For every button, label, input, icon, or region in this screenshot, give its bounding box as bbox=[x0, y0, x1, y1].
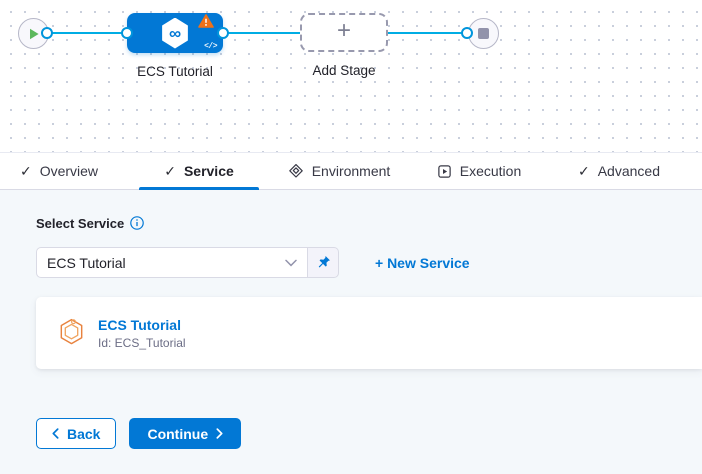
tab-label: Execution bbox=[459, 163, 522, 179]
pin-service-button[interactable] bbox=[308, 247, 339, 278]
stage-right-connector-dot[interactable] bbox=[217, 27, 229, 39]
add-stage-label: Add Stage bbox=[312, 63, 376, 78]
end-connector-dot[interactable] bbox=[461, 27, 473, 39]
environment-icon bbox=[288, 163, 304, 179]
footer-actions: Back Continue bbox=[36, 418, 702, 449]
chevron-down-icon bbox=[285, 259, 297, 267]
cd-hexagon-icon: ∞ bbox=[162, 17, 188, 49]
continue-button[interactable]: Continue bbox=[129, 418, 242, 449]
stage-node-ecs-tutorial[interactable]: ∞ </> bbox=[127, 13, 223, 53]
pin-icon bbox=[316, 255, 331, 270]
back-button-label: Back bbox=[67, 425, 101, 442]
flow-line bbox=[47, 32, 468, 34]
service-tab-content: Select Service ECS Tutorial + New Servic… bbox=[0, 190, 702, 474]
check-icon: ✓ bbox=[164, 162, 176, 179]
info-icon[interactable] bbox=[130, 216, 144, 230]
add-stage-button[interactable]: + bbox=[300, 13, 388, 52]
service-card[interactable]: ECS Tutorial Id: ECS_Tutorial bbox=[36, 297, 702, 369]
tab-label: Service bbox=[183, 163, 234, 179]
new-service-button[interactable]: + New Service bbox=[369, 254, 476, 272]
stage-left-connector-dot[interactable] bbox=[121, 27, 133, 39]
tab-label: Environment bbox=[311, 163, 391, 179]
service-select-value: ECS Tutorial bbox=[47, 254, 126, 271]
stage-label: ECS Tutorial bbox=[137, 64, 213, 79]
tab-label: Overview bbox=[39, 163, 99, 179]
tab-overview[interactable]: ✓ Overview bbox=[0, 153, 129, 189]
check-icon: ✓ bbox=[577, 162, 590, 179]
check-icon: ✓ bbox=[19, 162, 32, 179]
tab-service[interactable]: ✓ Service bbox=[129, 153, 269, 190]
stage-tabs: ✓ Overview ✓ Service Environment Executi… bbox=[0, 152, 702, 190]
tab-label: Advanced bbox=[597, 163, 660, 179]
chevron-right-icon bbox=[216, 428, 223, 439]
start-connector-dot[interactable] bbox=[41, 27, 53, 39]
tab-environment[interactable]: Environment bbox=[269, 153, 409, 189]
infinity-glyph: ∞ bbox=[168, 23, 182, 43]
execution-icon bbox=[437, 164, 452, 179]
active-tab-underline bbox=[139, 187, 259, 190]
chevron-left-icon bbox=[52, 428, 59, 439]
tab-advanced[interactable]: ✓ Advanced bbox=[549, 153, 689, 189]
service-card-name[interactable]: ECS Tutorial bbox=[98, 316, 181, 333]
continue-button-label: Continue bbox=[147, 425, 209, 442]
pipeline-canvas: ∞ </> ECS Tutorial + Add Stage bbox=[0, 0, 702, 152]
plus-icon: + bbox=[336, 17, 351, 44]
warning-icon bbox=[198, 14, 214, 28]
service-select[interactable]: ECS Tutorial bbox=[36, 247, 308, 278]
code-view-icon: </> bbox=[204, 42, 217, 51]
back-button[interactable]: Back bbox=[36, 418, 117, 449]
stop-square-icon bbox=[478, 28, 489, 39]
service-hexagon-icon bbox=[58, 318, 85, 349]
service-card-id: Id: ECS_Tutorial bbox=[98, 335, 186, 350]
tab-execution[interactable]: Execution bbox=[409, 153, 549, 189]
play-icon bbox=[29, 28, 39, 40]
select-service-label: Select Service bbox=[36, 215, 125, 231]
pipeline-end-node[interactable] bbox=[468, 18, 499, 49]
